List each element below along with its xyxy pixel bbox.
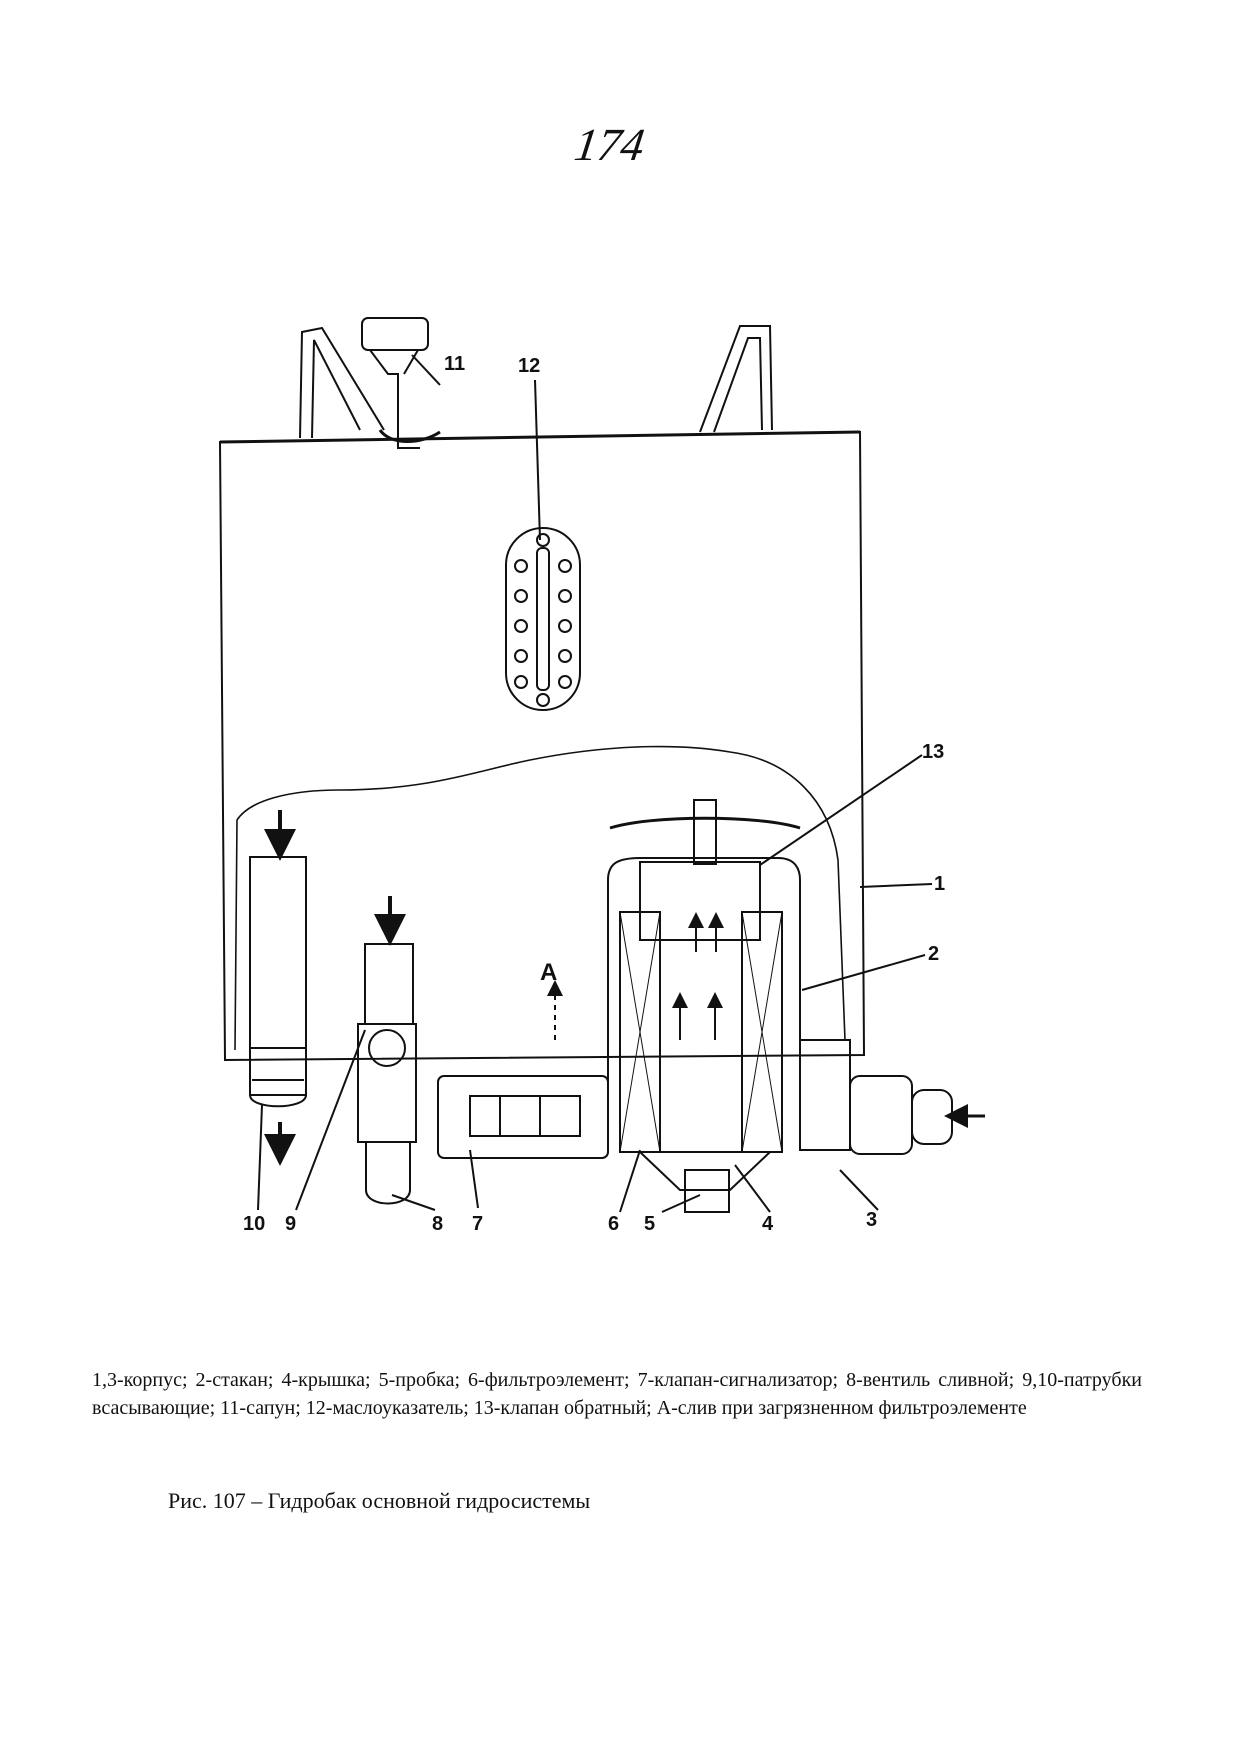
label-2: 2 [928,943,939,965]
breather [361,317,441,449]
label-A: А [540,959,557,986]
label-12: 12 [518,355,540,377]
inlet-housing [799,1039,953,1155]
label-6: 6 [608,1213,619,1235]
label-13: 13 [922,741,944,763]
label-10: 10 [243,1213,265,1235]
left-bracket [299,326,385,439]
figure-caption: Рис. 107 – Гидробак основной гидросистем… [168,1488,591,1513]
callout-labels: 11 12 13 1 2 3 4 5 6 7 8 9 10 А [243,353,945,1235]
cutaway-line [234,745,846,1051]
label-8: 8 [432,1213,443,1235]
suction-pipe-9 [357,943,417,1205]
signal-valve [437,1075,609,1159]
label-11: 11 [444,353,465,375]
figure-legend: 1,3-корпус; 2-стакан; 4-крышка; 5-пробка… [92,1369,1142,1419]
suction-pipe-10 [249,856,307,1108]
filter-housing [607,799,801,1213]
right-bracket [699,325,773,433]
label-3: 3 [866,1209,877,1231]
label-1: 1 [934,873,945,895]
label-9: 9 [285,1213,296,1235]
oil-level-gauge [505,527,581,711]
label-5: 5 [644,1213,655,1235]
label-4: 4 [762,1213,774,1235]
label-7: 7 [472,1213,483,1235]
